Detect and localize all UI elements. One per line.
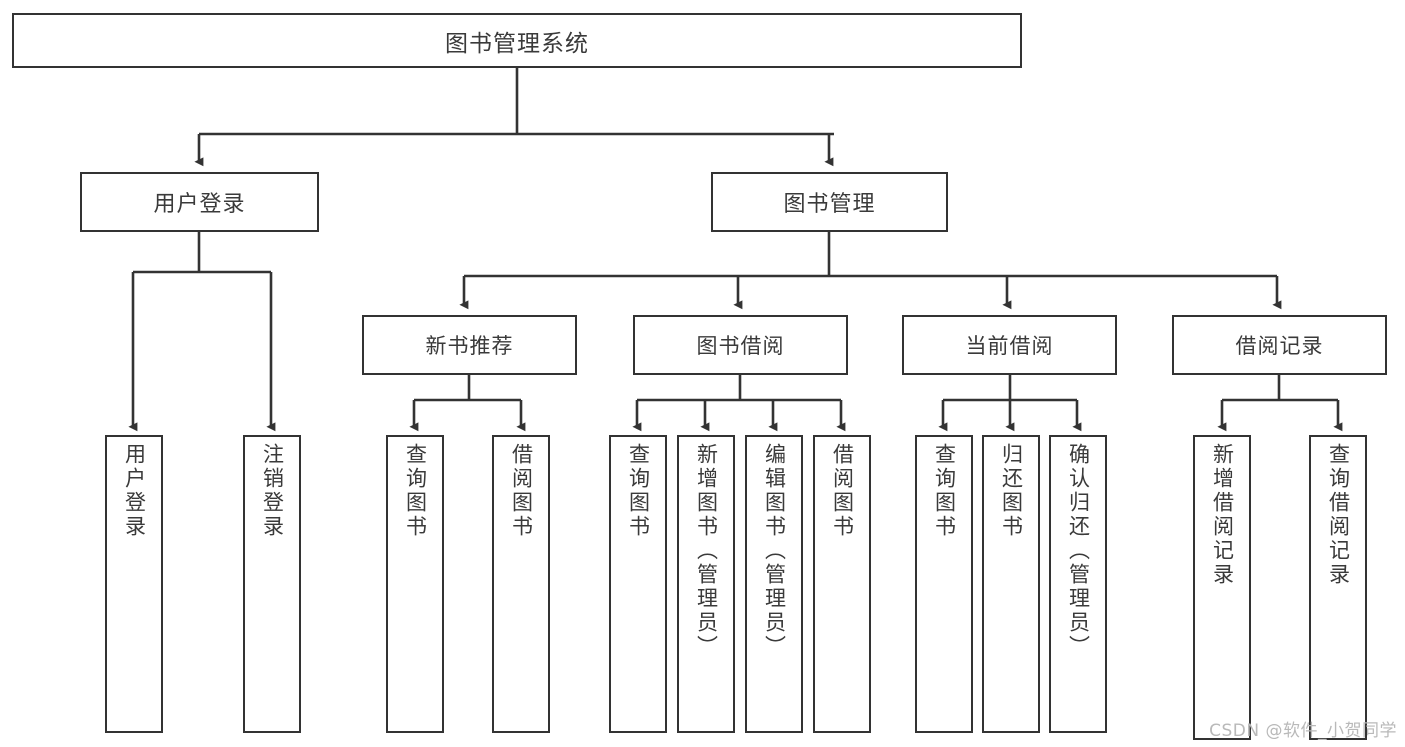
leaf-add-record[interactable]: 新增借阅记录: [1193, 435, 1251, 740]
csdn-watermark: CSDN @软件_小贺同学: [1209, 721, 1397, 741]
node-root-label: 图书管理系统: [445, 30, 589, 57]
leaf-query-book-2-label: 查询图书: [626, 443, 651, 539]
leaf-add-book-label: 新增图书（管理员）: [694, 443, 719, 659]
leaf-query-record[interactable]: 查询借阅记录: [1309, 435, 1367, 740]
leaf-return-book-label: 归还图书: [999, 443, 1024, 539]
leaf-user-login[interactable]: 用户登录: [105, 435, 163, 733]
node-book-management-label: 图书管理: [783, 192, 876, 217]
leaf-confirm-return[interactable]: 确认归还（管理员）: [1049, 435, 1107, 733]
leaf-borrow-book-1-label: 借阅图书: [509, 443, 534, 539]
leaf-query-book-1-label: 查询图书: [403, 443, 428, 539]
leaf-query-book-2[interactable]: 查询图书: [609, 435, 667, 733]
leaf-query-book-1[interactable]: 查询图书: [386, 435, 444, 733]
node-root[interactable]: 图书管理系统: [12, 13, 1022, 68]
node-new-book-recommend-label: 新书推荐: [425, 334, 514, 358]
node-current-borrow-label: 当前借阅: [965, 334, 1054, 358]
leaf-logout-label: 注销登录: [260, 443, 285, 539]
node-current-borrow[interactable]: 当前借阅: [902, 315, 1117, 375]
leaf-add-record-label: 新增借阅记录: [1210, 443, 1235, 587]
leaf-borrow-book-1[interactable]: 借阅图书: [492, 435, 550, 733]
node-book-borrow[interactable]: 图书借阅: [633, 315, 848, 375]
leaf-confirm-return-label: 确认归还（管理员）: [1066, 443, 1091, 659]
leaf-query-book-3-label: 查询图书: [932, 443, 957, 539]
node-user-login[interactable]: 用户登录: [80, 172, 319, 232]
leaf-logout[interactable]: 注销登录: [243, 435, 301, 733]
leaf-return-book[interactable]: 归还图书: [982, 435, 1040, 733]
leaf-edit-book[interactable]: 编辑图书（管理员）: [745, 435, 803, 733]
node-book-management[interactable]: 图书管理: [711, 172, 948, 232]
leaf-add-book[interactable]: 新增图书（管理员）: [677, 435, 735, 733]
leaf-borrow-book-2-label: 借阅图书: [830, 443, 855, 539]
leaf-borrow-book-2[interactable]: 借阅图书: [813, 435, 871, 733]
leaf-edit-book-label: 编辑图书（管理员）: [762, 443, 787, 659]
leaf-query-record-label: 查询借阅记录: [1326, 443, 1351, 587]
node-new-book-recommend[interactable]: 新书推荐: [362, 315, 577, 375]
leaf-query-book-3[interactable]: 查询图书: [915, 435, 973, 733]
node-borrow-record[interactable]: 借阅记录: [1172, 315, 1387, 375]
node-user-login-label: 用户登录: [153, 192, 246, 217]
node-book-borrow-label: 图书借阅: [696, 334, 785, 358]
node-borrow-record-label: 借阅记录: [1235, 334, 1324, 358]
leaf-user-login-label: 用户登录: [122, 443, 147, 539]
